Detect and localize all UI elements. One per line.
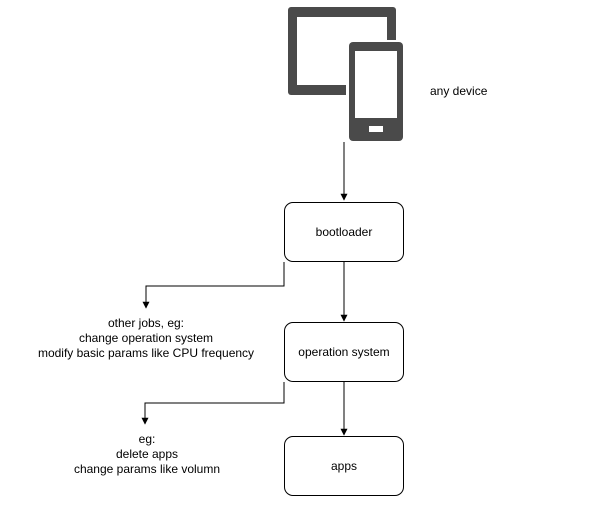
- apps-node: apps: [284, 436, 404, 496]
- arrow-bootloader-to-note: [142, 262, 285, 309]
- bootloader-note: other jobs, eg: change operation system …: [26, 316, 266, 361]
- bootloader-note-line: change operation system: [78, 331, 214, 345]
- os-note-line: change params like volumn: [73, 462, 221, 476]
- os-note-line: eg:: [138, 432, 156, 446]
- device-label: any device: [430, 84, 488, 98]
- tablet-and-phone-icon: [288, 7, 404, 142]
- operation-system-node: operation system: [284, 322, 404, 382]
- bootloader-node: bootloader: [284, 202, 404, 262]
- bootloader-note-line: modify basic params like CPU frequency: [37, 346, 255, 360]
- bootloader-note-line: other jobs, eg:: [107, 316, 185, 330]
- operation-system-note: eg: delete apps change params like volum…: [57, 432, 237, 477]
- arrow-os-to-note: [141, 382, 285, 425]
- os-note-line: delete apps: [115, 447, 179, 461]
